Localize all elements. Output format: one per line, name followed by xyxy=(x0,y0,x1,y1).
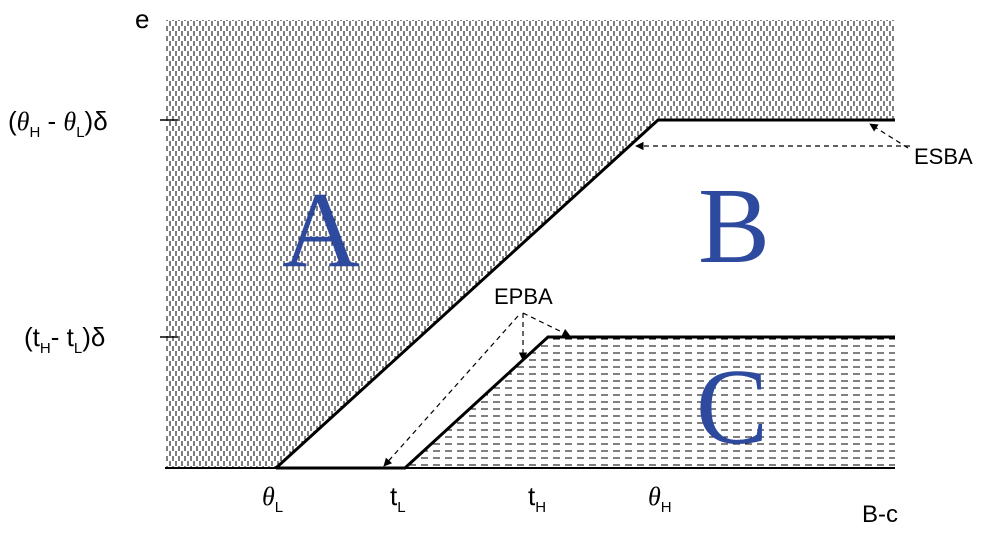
region-b-label: B xyxy=(698,167,770,286)
x-tick-t-h: tH xyxy=(528,481,546,516)
y-axis-label: e xyxy=(135,4,149,34)
x-tick-theta-l: θL xyxy=(262,482,283,516)
y-tick-label-upper: (θH - θL)δ xyxy=(8,106,108,141)
epba-boundary xyxy=(276,335,895,470)
region-a-label: A xyxy=(282,171,360,290)
x-tick-t-l: tL xyxy=(390,481,406,516)
epba-arrow-right xyxy=(522,312,571,337)
region-c-label: C xyxy=(696,348,768,467)
region-a-fill xyxy=(165,20,895,468)
x-axis-label: B-c xyxy=(862,501,898,528)
x-tick-theta-h: θH xyxy=(648,482,672,516)
epba-arrow-diagonal xyxy=(383,315,519,467)
esba-arrow-top xyxy=(869,123,909,149)
y-tick-label-lower: (tH- tL)δ xyxy=(24,322,105,357)
esba-boundary xyxy=(274,118,895,470)
region-c-fill xyxy=(405,337,895,468)
esba-label: ESBA xyxy=(914,144,973,169)
epba-label: EPBA xyxy=(494,284,553,309)
